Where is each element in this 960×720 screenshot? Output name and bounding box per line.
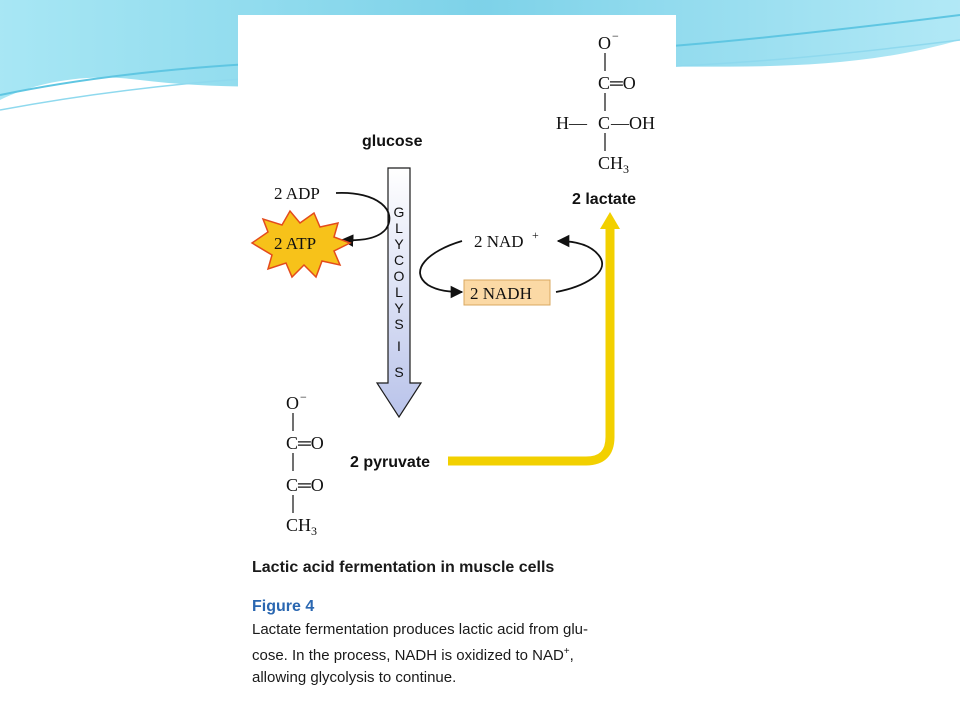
pyruvate-ch: CH [286,515,311,535]
glycolysis-label: G L Y C O L Y S I S [394,204,405,380]
lactate-oh: —OH [610,113,655,133]
caption-line-2: cose. In the process, NADH is oxidized t… [252,641,662,667]
lactate-charge: − [612,29,619,43]
pyruvate-carbonyl-2: C═O [286,475,324,495]
glycolysis-letter: S [394,364,403,380]
caption-line-3: allowing glycolysis to continue. [252,669,457,686]
figure-label: Figure 4 [252,598,315,615]
nad-label: 2 NAD + [474,228,539,251]
caption-title: Lactic acid fermentation in muscle cells [252,559,555,576]
glycolysis-letter: L [395,284,403,300]
caption-line-2-sup: + [563,646,570,657]
nad-charge: + [532,228,539,242]
glycolysis-letter: I [397,338,401,354]
glucose-label: glucose [362,133,423,150]
pyruvate-carbonyl-1: C═O [286,433,324,453]
lactate-c: C [598,113,610,133]
figure-caption: Lactate fermentation produces lactic aci… [252,619,662,689]
nadh-label: 2 NADH [470,284,532,303]
pyruvate-to-lactate-arrow [448,229,615,466]
glycolysis-letter: O [394,268,405,284]
nadh-to-nad-arrow [555,234,603,293]
glycolysis-letter: Y [394,236,404,252]
caption-line-1: Lactate fermentation produces lactic aci… [252,621,588,638]
fermentation-diagram: G L Y C O L Y S I S glucose 2 ADP 2 ATP … [250,29,655,538]
glycolysis-arrow [375,167,423,419]
caption-line-2b: , [569,647,574,664]
lactate-carbonyl: C═O [598,73,636,93]
lactate-o-minus: O [598,33,611,53]
lactate-methyl: CH3 [598,153,629,176]
pyruvate-structure: O − C═O C═O CH3 [286,390,324,538]
pyruvate-o-minus: O [286,393,299,413]
caption-line-2a: cose. In the process, NADH is oxidized t… [252,647,564,664]
lactate-h: H— [556,113,588,133]
pyruvate-label: 2 pyruvate [350,454,430,471]
glycolysis-letter: G [394,204,405,220]
glycolysis-letter: C [394,252,404,268]
lactate-label: 2 lactate [572,191,636,208]
figure-panel: G L Y C O L Y S I S glucose 2 ADP 2 ATP … [238,15,676,699]
glycolysis-letter: L [395,220,403,236]
adp-label: 2 ADP [274,184,320,203]
glycolysis-letter: S [394,316,403,332]
glycolysis-letter: Y [394,300,404,316]
atp-label: 2 ATP [274,234,316,253]
pyruvate-methyl: CH3 [286,515,317,538]
nadh-box: 2 NADH [463,279,551,306]
nad-to-nadh-arrow [419,240,464,299]
pyruvate-to-lactate-arrowhead [600,212,620,229]
lactate-structure: O − C═O H— C —OH CH3 [556,29,655,176]
pyruvate-sub3: 3 [311,524,317,538]
adp-to-atp-arrow [335,192,391,247]
lactate-sub3: 3 [623,162,629,176]
lactate-ch: CH [598,153,623,173]
pyruvate-charge: − [300,390,307,404]
atp-burst: 2 ATP [250,209,352,279]
nad-text: 2 NAD [474,232,524,251]
